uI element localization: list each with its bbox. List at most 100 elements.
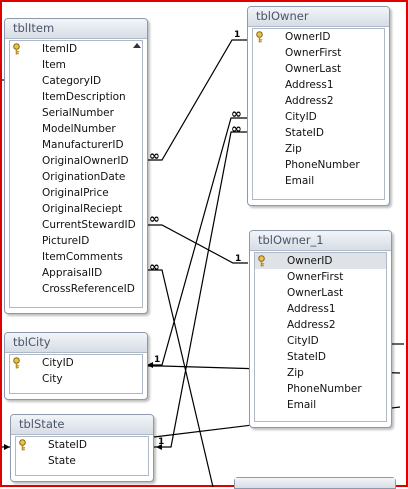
field-row[interactable]: OwnerLast (253, 61, 384, 77)
field-row[interactable]: Email (253, 173, 384, 189)
field-name: StateID (285, 127, 324, 139)
field-row[interactable]: Zip (255, 365, 386, 381)
field-row[interactable]: OriginationDate (10, 169, 142, 185)
arrow-city (147, 362, 153, 368)
field-row[interactable]: CityID (253, 109, 384, 125)
field-row[interactable]: SerialNumber (10, 105, 142, 121)
field-name: ItemDescription (42, 91, 126, 103)
field-row[interactable]: CityID (10, 355, 142, 371)
table-title[interactable]: tblOwner_1 (250, 231, 391, 251)
field-name: OwnerFirst (287, 271, 344, 283)
field-name: ManufacturerID (42, 139, 124, 151)
table-title-partial (235, 478, 395, 488)
field-name: Address2 (287, 319, 336, 331)
rel-line-item-other[interactable] (147, 269, 214, 487)
field-row[interactable]: Address1 (253, 77, 384, 93)
field-row[interactable]: Zip (253, 141, 384, 157)
field-name: ModelNumber (42, 123, 116, 135)
field-row[interactable]: ModelNumber (10, 121, 142, 137)
field-name: OriginationDate (42, 171, 126, 183)
field-row[interactable]: ManufacturerID (10, 137, 142, 153)
field-row[interactable]: OriginalReciept (10, 201, 142, 217)
field-row[interactable]: StateID (255, 349, 386, 365)
field-name: Address1 (287, 303, 336, 315)
field-name: CityID (287, 335, 319, 347)
field-name: OwnerID (285, 31, 331, 43)
field-row[interactable]: CityID (255, 333, 386, 349)
field-row[interactable]: Item (10, 57, 142, 73)
field-name: Zip (287, 367, 304, 379)
field-name: CurrentStewardID (42, 219, 136, 231)
field-name: StateID (48, 439, 87, 451)
card-many-original-owner: ∞ (149, 149, 160, 164)
field-row[interactable]: State (16, 453, 148, 469)
table-title[interactable]: tblItem (5, 19, 147, 39)
table-title[interactable]: tblOwner (248, 7, 389, 27)
field-row[interactable]: PhoneNumber (253, 157, 384, 173)
arrow-state-right (156, 444, 162, 450)
field-row[interactable]: ItemComments (10, 249, 142, 265)
field-row[interactable]: PhoneNumber (255, 381, 386, 397)
table-title[interactable]: tblState (11, 415, 153, 435)
field-row[interactable]: AppraisalID (10, 265, 142, 281)
rel-line-owner-city[interactable] (147, 117, 247, 366)
field-row[interactable]: Address2 (253, 93, 384, 109)
field-name: Email (287, 399, 317, 411)
field-row[interactable]: OwnerLast (255, 285, 386, 301)
field-row[interactable]: OwnerID (255, 253, 386, 269)
card-one-city: 1 (154, 355, 160, 365)
field-name: PhoneNumber (285, 159, 360, 171)
table-tblCity[interactable]: tblCity CityID City (4, 332, 148, 400)
field-name: Item (42, 59, 66, 71)
field-name: OwnerLast (287, 287, 344, 299)
field-row[interactable]: ItemID (10, 41, 142, 57)
field-name: ItemComments (42, 251, 123, 263)
table-partial[interactable] (234, 477, 396, 489)
field-row[interactable]: OwnerFirst (255, 269, 386, 285)
field-row[interactable]: Address1 (255, 301, 386, 317)
field-row[interactable]: CurrentStewardID (10, 217, 142, 233)
field-row[interactable]: StateID (253, 125, 384, 141)
field-name: AppraisalID (42, 267, 103, 279)
card-one-state: 1 (158, 437, 164, 447)
field-name: StateID (287, 351, 326, 363)
card-one-owner1: 1 (235, 254, 241, 264)
rel-line-original-owner[interactable] (147, 39, 247, 161)
field-name: Email (285, 175, 315, 187)
card-many-item-other: ∞ (149, 260, 160, 275)
rel-line-current-steward[interactable] (147, 224, 248, 264)
table-tblState[interactable]: tblState StateID State (10, 414, 154, 482)
field-name: State (48, 455, 76, 467)
field-row[interactable]: City (10, 371, 142, 387)
field-name: CityID (42, 357, 74, 369)
card-many-current-steward: ∞ (149, 212, 160, 227)
field-row[interactable]: StateID (16, 437, 148, 453)
field-row[interactable]: ItemDescription (10, 89, 142, 105)
rel-line-owner-state[interactable] (154, 131, 247, 448)
field-row[interactable]: OriginalOwnerID (10, 153, 142, 169)
field-name: CrossReferenceID (42, 283, 135, 295)
scroll-up-icon[interactable] (133, 43, 141, 48)
field-name: OwnerFirst (285, 47, 342, 59)
key-icon (12, 43, 21, 60)
field-row[interactable]: OwnerFirst (253, 45, 384, 61)
field-row[interactable]: CrossReferenceID (10, 281, 142, 297)
field-row[interactable]: Email (255, 397, 386, 413)
card-many-owner-city: ∞ (231, 107, 242, 122)
field-row[interactable]: PictureID (10, 233, 142, 249)
field-name: PictureID (42, 235, 90, 247)
field-name: OwnerLast (285, 63, 342, 75)
field-name: Address1 (285, 79, 334, 91)
field-name: OriginalPrice (42, 187, 109, 199)
field-row[interactable]: CategoryID (10, 73, 142, 89)
field-row[interactable]: OwnerID (253, 29, 384, 45)
field-row[interactable]: OriginalPrice (10, 185, 142, 201)
field-row[interactable]: Address2 (255, 317, 386, 333)
table-title[interactable]: tblCity (5, 333, 147, 353)
field-name: OwnerID (287, 255, 333, 267)
